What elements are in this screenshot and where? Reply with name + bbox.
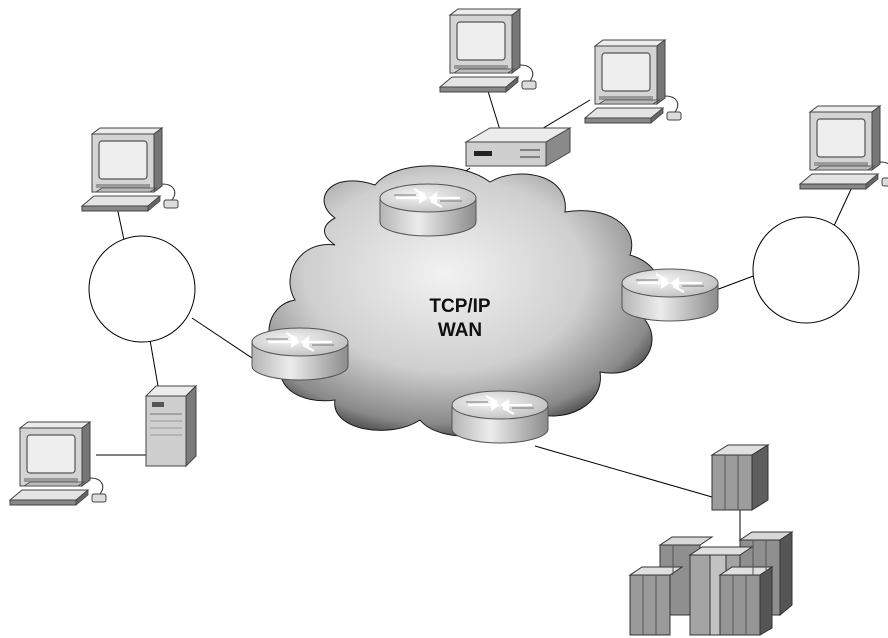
token-ring-right [752, 216, 860, 324]
link-top-ws2-hub [539, 99, 591, 131]
link-router-right-ring [715, 274, 757, 291]
wan-label-line2: WAN [438, 320, 482, 341]
workstation-icon [81, 127, 179, 212]
link-left-ws-ring [116, 206, 125, 241]
workstation-icon [584, 39, 682, 124]
wan-label-line1: TCP/IP [429, 296, 491, 317]
workstation-top-2 [584, 39, 682, 124]
server-tower [144, 384, 198, 468]
workstation-icon [439, 8, 537, 93]
router-left [250, 326, 350, 382]
workstation-left-top [81, 127, 179, 212]
link-ring-server [149, 339, 159, 387]
link-right-ws-ring [832, 184, 854, 229]
router-top [378, 182, 478, 238]
router-icon [620, 267, 720, 323]
token-ring-left [88, 235, 196, 343]
link-top-ws-hub [486, 87, 501, 131]
wan-cloud-icon [268, 165, 661, 437]
mainframe-icon [628, 444, 794, 636]
hub-icon [464, 127, 572, 167]
workstation-left-bottom [9, 421, 107, 506]
hub [464, 127, 572, 167]
connection-lines [96, 87, 854, 545]
link-router-bottom-mainframe [534, 445, 713, 498]
link-ring-router-left [191, 317, 259, 363]
server-tower-icon [144, 384, 198, 468]
wan-cloud: TCP/IP WAN [268, 165, 661, 437]
router-right [620, 267, 720, 323]
router-icon [250, 326, 350, 382]
workstation-right [799, 105, 888, 190]
mainframe [628, 444, 794, 636]
router-icon [450, 389, 550, 445]
workstation-top-1 [439, 8, 537, 93]
workstation-icon [9, 421, 107, 506]
workstation-icon [799, 105, 888, 190]
router-bottom [450, 389, 550, 445]
router-icon [378, 182, 478, 238]
